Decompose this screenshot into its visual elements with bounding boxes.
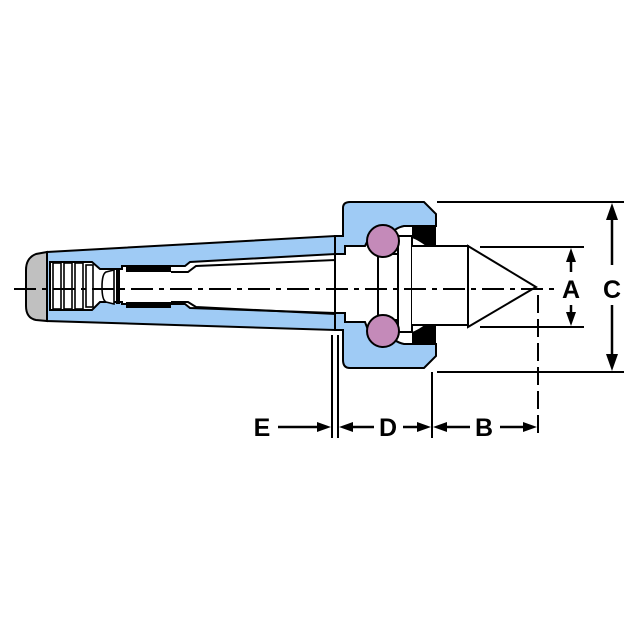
end-cap — [25, 250, 48, 323]
ball-bearings — [366, 224, 400, 348]
label-c: C — [603, 276, 621, 304]
point — [412, 244, 538, 329]
dimension-c: C — [603, 203, 621, 371]
dimension-a: A — [562, 248, 580, 326]
label-b: B — [475, 414, 493, 442]
label-e: E — [254, 414, 271, 442]
inner-race — [377, 235, 413, 333]
extension-lines — [331, 201, 624, 438]
label-a: A — [562, 276, 580, 304]
label-d: D — [379, 414, 397, 442]
needle-bearing — [126, 266, 171, 308]
collar — [101, 268, 120, 306]
dimension-e: E — [254, 414, 331, 442]
dimension-b: B — [433, 414, 537, 442]
spindle — [171, 258, 336, 316]
spring-stack — [52, 262, 94, 310]
seals — [412, 226, 436, 344]
dimension-d: D — [339, 414, 431, 442]
